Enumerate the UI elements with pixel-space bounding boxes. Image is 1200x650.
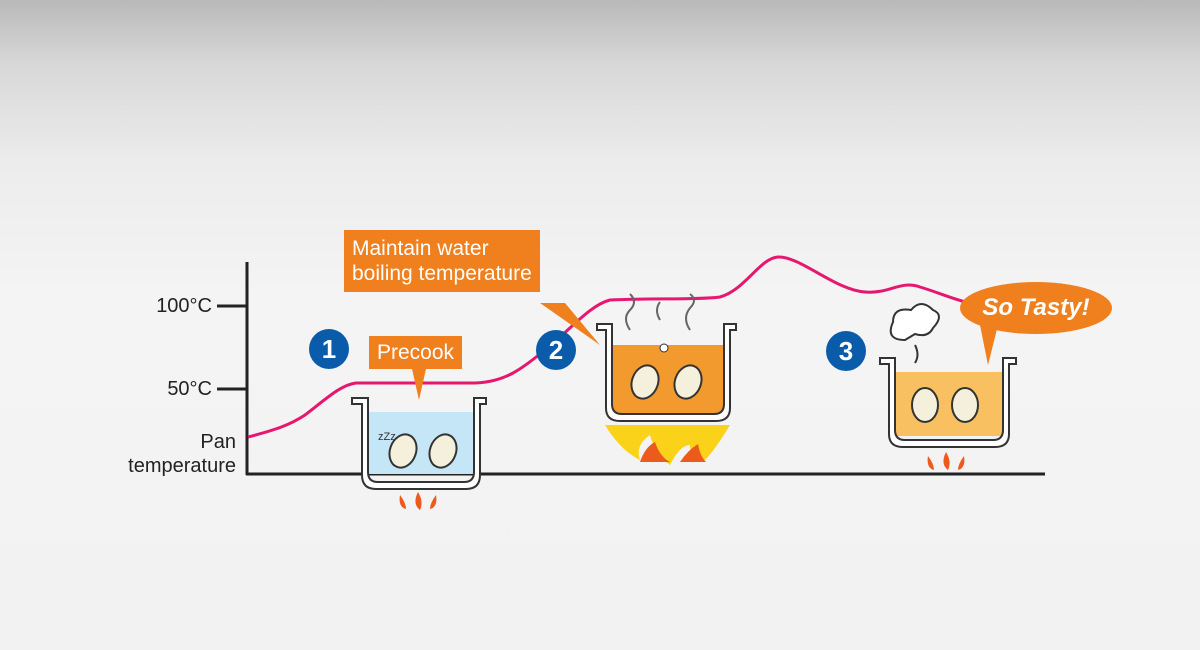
y-axis-label-line1: Pan: [200, 431, 236, 453]
callout-maintain-boiling: Maintain water boiling temperature: [344, 230, 540, 292]
step-badge-2: 2: [536, 330, 576, 370]
callout-precook: Precook: [369, 336, 463, 369]
pot-boiling: [596, 293, 737, 422]
step-badge-1: 1: [309, 329, 349, 369]
callout-pointer: [410, 360, 428, 400]
tick-label-100: 100°C: [156, 295, 212, 317]
small-flame-icon: [927, 452, 965, 470]
svg-text:zZz: zZz: [378, 431, 396, 443]
callout-pointer: [540, 303, 600, 345]
step-badge-3: 3: [826, 331, 866, 371]
callout-line2: boiling temperature: [352, 262, 532, 285]
callout-so-tasty: So Tasty!: [960, 282, 1112, 334]
large-flame-icon: [605, 425, 730, 465]
y-axis-label-line2: temperature: [128, 455, 236, 477]
small-flame-icon: [399, 492, 437, 510]
callout-line1: Maintain water: [352, 237, 489, 260]
pot-done: [879, 303, 1017, 448]
y-axis-label: Pan temperature: [100, 430, 236, 478]
tick-label-50: 50°C: [167, 378, 212, 400]
pot-precook: zZz: [351, 397, 487, 490]
callout-pointer: [980, 325, 998, 365]
temperature-curve: [247, 255, 971, 439]
